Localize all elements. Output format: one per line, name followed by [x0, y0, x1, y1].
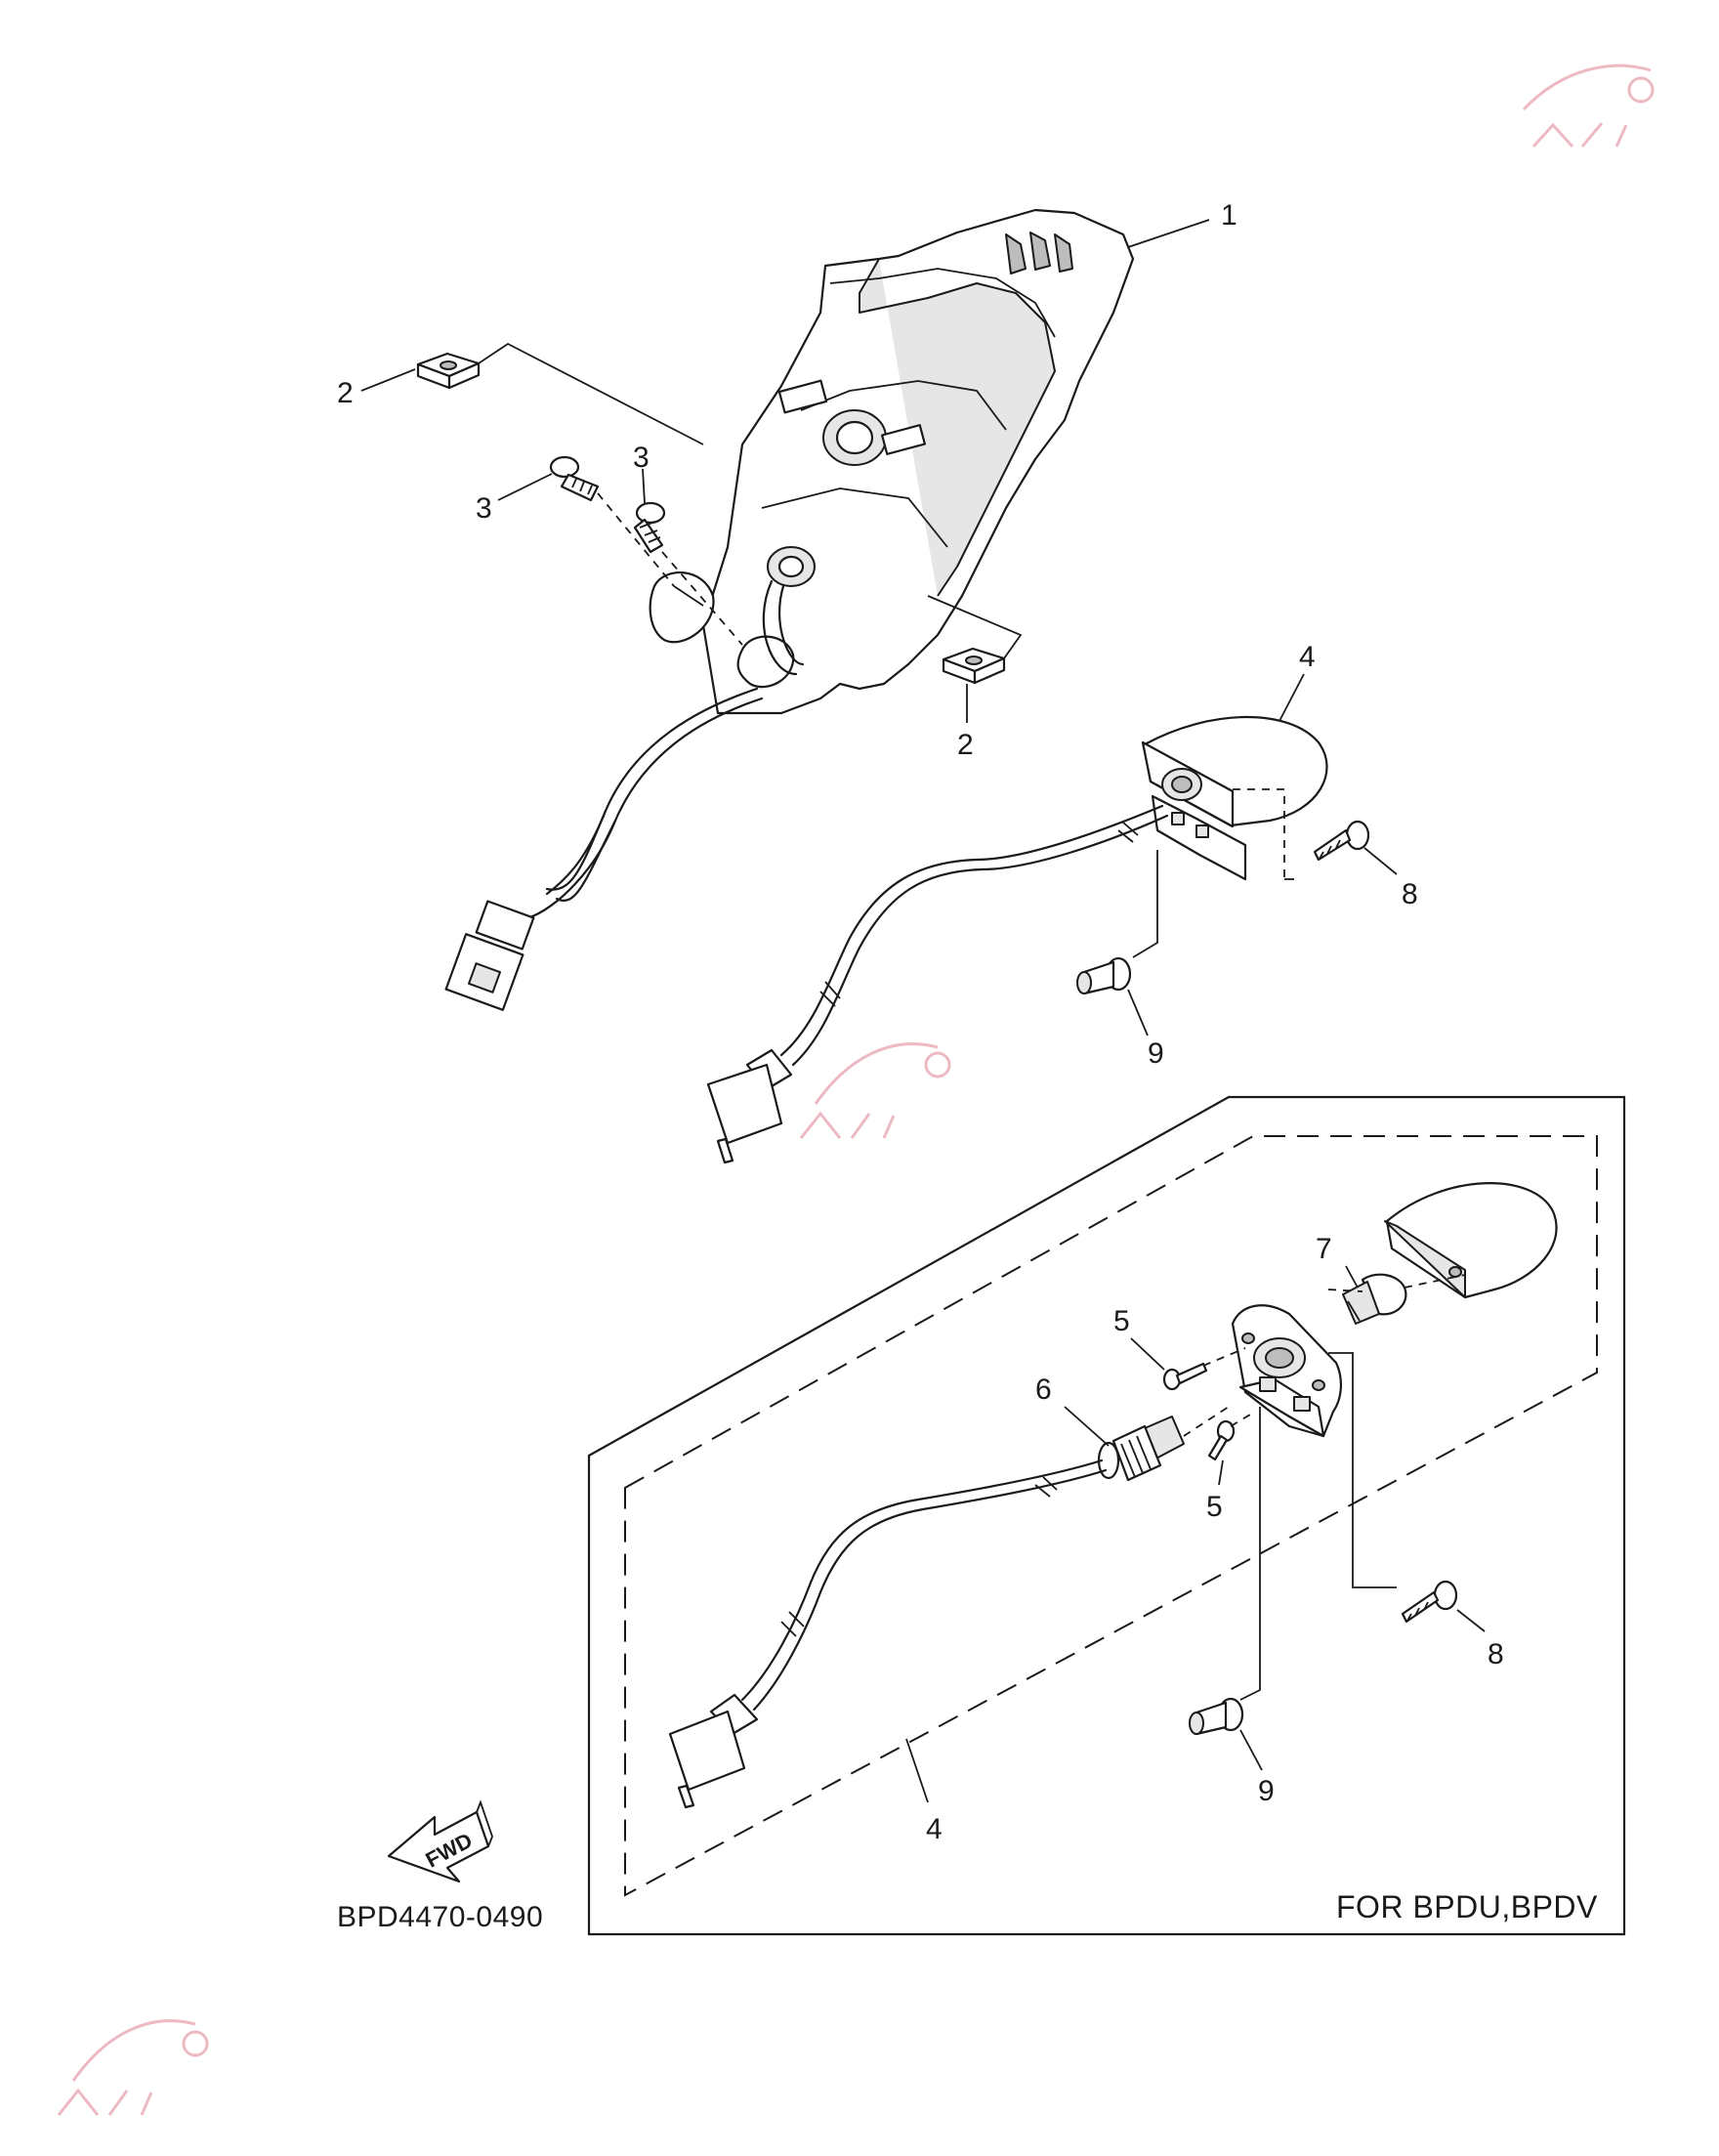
screw-5-upper: [1162, 1362, 1208, 1391]
watermark-logo-top-right: [1522, 63, 1655, 148]
screw-8-lower: [1401, 1580, 1458, 1624]
nut-upper: [416, 352, 481, 390]
bulb-7: [1342, 1273, 1407, 1325]
nut-lower: [942, 647, 1006, 685]
license-light-wire-harness: [444, 687, 764, 1011]
callout-3-right: 3: [633, 442, 650, 474]
callout-4-upper: 4: [1299, 641, 1316, 673]
license-light-assembly-upper: [706, 715, 1328, 1164]
socket-6: [1097, 1416, 1185, 1482]
callout-6: 6: [1035, 1374, 1052, 1406]
screw-left: [549, 455, 600, 502]
callout-leaders: [360, 219, 1486, 1803]
lens-cover: [1384, 1182, 1558, 1299]
variant-wire-harness: [668, 1458, 1108, 1809]
variant-frame: [587, 1095, 1626, 1936]
grommet-9-upper: [1076, 850, 1158, 995]
watermark-logo-center: [799, 1042, 951, 1139]
callout-3-left: 3: [476, 492, 492, 525]
watermark-logo-bottom-left: [57, 2019, 209, 2116]
screw-right: [633, 501, 666, 554]
rear-fender-housing: [649, 208, 1135, 715]
callout-8-lower: 8: [1488, 1638, 1504, 1670]
screw-5-lower: [1207, 1419, 1236, 1461]
callout-labels: 1 2 2 3 3 4 8 9 7 5 6 5 8 9 4: [337, 199, 1504, 1845]
callout-5-upper: 5: [1113, 1305, 1130, 1337]
callout-5-lower: 5: [1206, 1491, 1223, 1523]
callout-7: 7: [1316, 1233, 1332, 1265]
light-base-plate: [1231, 1304, 1342, 1438]
assembly-leader-lines-lower: [1183, 1274, 1466, 1701]
assembly-leader-lines-upper: [478, 342, 1023, 659]
fwd-direction-arrow: FWD: [387, 1799, 493, 1883]
callout-1: 1: [1221, 199, 1237, 232]
screw-8-upper: [1313, 820, 1370, 862]
callout-9-lower: 9: [1258, 1775, 1275, 1807]
grommet-9-lower: [1189, 1697, 1244, 1736]
diagram-code: BPD4470-0490: [337, 1901, 543, 1933]
callout-4-lower: 4: [926, 1813, 943, 1845]
callout-8-upper: 8: [1402, 878, 1418, 910]
callout-2-lower: 2: [957, 729, 974, 761]
callout-2-upper: 2: [337, 377, 354, 409]
callout-9-upper: 9: [1148, 1037, 1164, 1070]
variant-note: FOR BPDU,BPDV: [1336, 1889, 1598, 1924]
